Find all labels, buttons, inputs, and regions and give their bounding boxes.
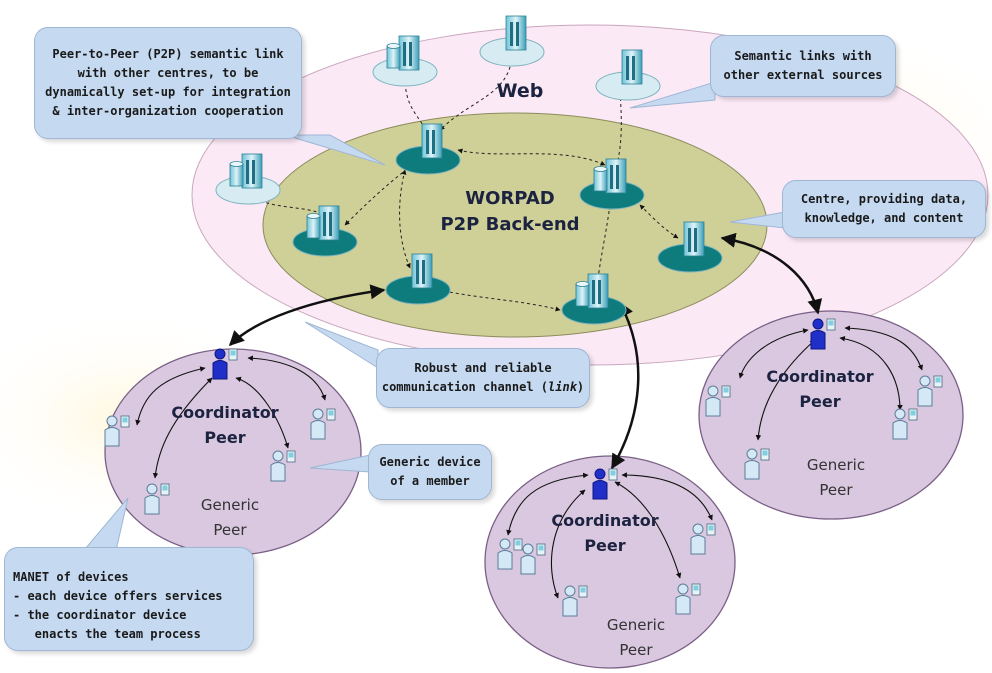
generic-label-right: Generic Peer bbox=[786, 453, 886, 503]
member-person-icon bbox=[144, 483, 170, 515]
callout-line: MANET of devices bbox=[13, 570, 129, 584]
peer-arrows bbox=[135, 325, 923, 599]
callout-line: - the coordinator device bbox=[13, 608, 187, 622]
callout-line: communication channel (link) bbox=[382, 378, 584, 397]
server-icon bbox=[561, 273, 627, 325]
callout-line: Centre, providing data, bbox=[800, 192, 968, 206]
callout-line: with other centres, to be bbox=[77, 66, 259, 80]
member-person-icon bbox=[270, 450, 296, 482]
callout-line: Generic device bbox=[379, 455, 481, 469]
generic-label-bottom: Generic Peer bbox=[586, 613, 686, 663]
coordinator-person-icon bbox=[810, 318, 836, 350]
callout-line: Semantic links with bbox=[734, 49, 872, 63]
callout-semantic-links: Semantic links with other external sourc… bbox=[710, 35, 896, 97]
coordinator-line2: Peer bbox=[584, 536, 626, 555]
callout-channel: Robust and reliable communication channe… bbox=[376, 348, 590, 408]
member-person-icon bbox=[892, 408, 918, 440]
backend-title-line2: P2P Back-end bbox=[440, 214, 580, 235]
generic-line2: Peer bbox=[819, 481, 853, 499]
generic-line1: Generic bbox=[606, 616, 666, 634]
server-icon bbox=[395, 123, 461, 175]
callout-tail-p2p bbox=[284, 134, 386, 166]
callout-line: & inter-organization cooperation bbox=[52, 104, 284, 118]
server-icon bbox=[479, 15, 545, 67]
server-icon bbox=[385, 253, 451, 305]
callout-italic-text: link bbox=[548, 380, 577, 394]
web-label: Web bbox=[496, 80, 544, 102]
member-person-icon bbox=[104, 415, 130, 447]
generic-label-left: Generic Peer bbox=[180, 493, 280, 543]
backend-title-line1: WORPAD bbox=[465, 188, 555, 209]
member-person-icon bbox=[310, 408, 336, 440]
coordinator-line2: Peer bbox=[799, 392, 841, 411]
generic-line2: Peer bbox=[619, 641, 653, 659]
backend-title: WORPAD P2P Back-end bbox=[420, 186, 600, 238]
coordinator-label-bottom: Coordinator Peer bbox=[540, 508, 670, 558]
callout-text: communication channel ( bbox=[381, 380, 549, 394]
callout-line: Peer-to-Peer (P2P) semantic link bbox=[52, 47, 284, 61]
callout-manet: MANET of devices - each device offers se… bbox=[4, 547, 254, 651]
server-icon bbox=[579, 158, 645, 210]
callout-text: ) bbox=[576, 380, 585, 394]
coordinator-line1: Coordinator bbox=[551, 511, 659, 530]
generic-line2: Peer bbox=[213, 521, 247, 539]
coordinator-line1: Coordinator bbox=[171, 403, 279, 422]
member-person-icon bbox=[744, 448, 770, 480]
member-person-icon bbox=[917, 375, 943, 407]
server-icons bbox=[215, 15, 723, 325]
generic-line1: Generic bbox=[806, 456, 866, 474]
coordinator-label-right: Coordinator Peer bbox=[755, 364, 885, 414]
callout-line: of a member bbox=[390, 474, 470, 488]
coordinator-person-icon bbox=[212, 348, 238, 380]
member-person-icon bbox=[562, 585, 588, 617]
callout-p2p-link: Peer-to-Peer (P2P) semantic link with ot… bbox=[34, 27, 302, 139]
channel-links bbox=[228, 232, 823, 470]
server-icon bbox=[595, 49, 661, 101]
person-icons bbox=[104, 318, 943, 617]
server-icon bbox=[372, 35, 438, 87]
coordinator-line2: Peer bbox=[204, 428, 246, 447]
member-person-icon bbox=[690, 523, 716, 555]
coordinator-line1: Coordinator bbox=[766, 367, 874, 386]
callout-line: knowledge, and content bbox=[804, 211, 964, 225]
callout-generic-device: Generic device of a member bbox=[368, 444, 492, 500]
callout-line: other external sources bbox=[723, 68, 883, 82]
member-person-icon bbox=[705, 385, 731, 417]
server-icon bbox=[215, 153, 281, 205]
callout-line: dynamically set-up for integration bbox=[45, 85, 291, 99]
callout-line: Robust and reliable bbox=[414, 361, 552, 375]
callout-line: enacts the team process bbox=[13, 627, 201, 641]
server-icon bbox=[292, 205, 358, 257]
callout-centre: Centre, providing data, knowledge, and c… bbox=[782, 180, 986, 238]
generic-line1: Generic bbox=[200, 496, 260, 514]
member-person-icon bbox=[497, 538, 523, 570]
coordinator-label-left: Coordinator Peer bbox=[160, 400, 290, 450]
server-icon bbox=[657, 221, 723, 273]
coordinator-person-icon bbox=[592, 468, 618, 500]
member-person-icon bbox=[675, 583, 701, 615]
member-person-icon bbox=[520, 543, 546, 575]
callout-line: - each device offers services bbox=[13, 589, 223, 603]
